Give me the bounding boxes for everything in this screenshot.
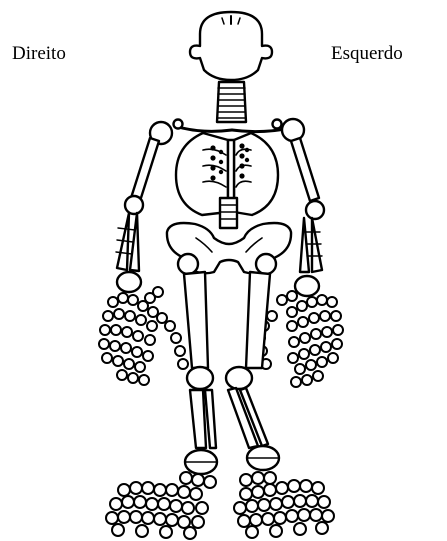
lumbar-spine [220,198,237,228]
skull [190,12,272,80]
knees [187,367,252,389]
right-arm [116,138,159,292]
left-foot [234,472,334,538]
right-hand [99,287,188,385]
right-foot [106,472,216,539]
lower-legs [190,388,268,448]
ankles [185,446,279,474]
left-arm [291,138,324,296]
femurs [184,272,270,368]
cervical-spine [217,82,246,122]
pelvis [167,223,291,274]
